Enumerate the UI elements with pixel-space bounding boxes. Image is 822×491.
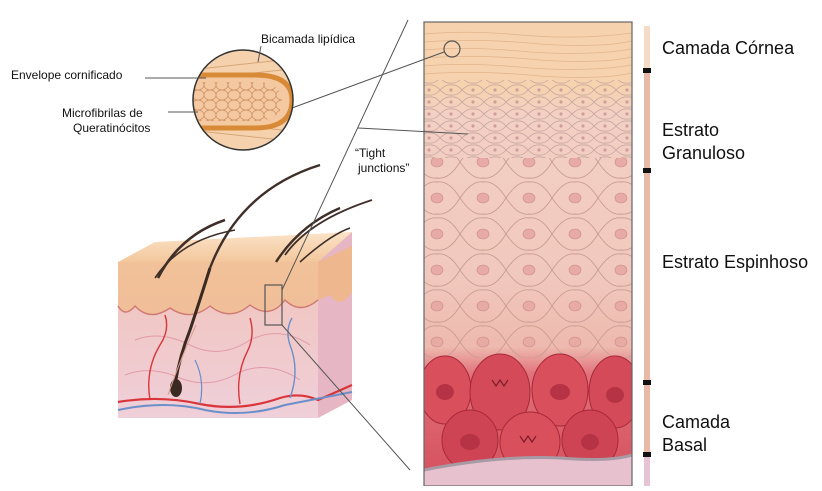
label-stratum-basale-1: Camada bbox=[662, 411, 730, 433]
label-lipid-bilayer: Bicamada lipídica bbox=[261, 32, 355, 46]
label-stratum-spinosum: Estrato Espinhoso bbox=[662, 251, 808, 273]
magnified-circle bbox=[190, 50, 300, 150]
label-microfibrils-1: Microfibrilas de bbox=[62, 106, 143, 120]
label-stratum-granulosum-2: Granuloso bbox=[662, 142, 745, 164]
label-cornified-envelope: Envelope cornificado bbox=[11, 68, 122, 82]
skin-block bbox=[118, 165, 372, 418]
label-stratum-basale-2: Basal bbox=[662, 434, 707, 456]
label-stratum-granulosum-1: Estrato bbox=[662, 119, 719, 141]
label-tight-junctions-2: junctions” bbox=[358, 161, 409, 175]
epidermis-column bbox=[419, 22, 641, 486]
layer-scale-bar bbox=[643, 26, 651, 486]
label-microfibrils-2: Queratinócitos bbox=[73, 121, 150, 135]
label-tight-junctions-1: “Tight bbox=[355, 146, 385, 160]
label-stratum-corneum: Camada Córnea bbox=[662, 37, 794, 59]
